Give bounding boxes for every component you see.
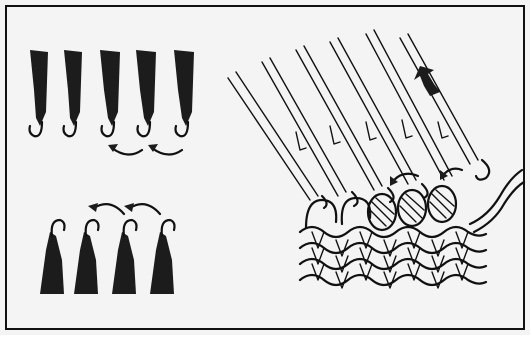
transfer-arrows-bottom [88, 203, 160, 214]
arrow-curved-icon [130, 204, 160, 214]
transfer-arrows-top [108, 144, 182, 155]
arrow-curved-icon [94, 204, 124, 214]
latch-hook-icon [112, 220, 137, 294]
hook-row-top [30, 50, 195, 136]
arrow-curved-icon [112, 148, 142, 155]
latch-hook-icon [64, 50, 83, 136]
latch-hook-icon [100, 50, 120, 136]
needle-bed-icon [228, 30, 489, 208]
arrow-curved-icon [152, 148, 182, 155]
latch-hook-icon [40, 220, 65, 294]
latch-hook-icon [174, 50, 194, 136]
latch-hook-icon [136, 50, 156, 136]
arrow-curved-icon [444, 169, 462, 174]
latch-hook-icon [74, 220, 99, 294]
latch-hook-icon [150, 220, 175, 294]
hook-row-bottom [40, 220, 175, 294]
latch-hook-icon [30, 50, 49, 136]
